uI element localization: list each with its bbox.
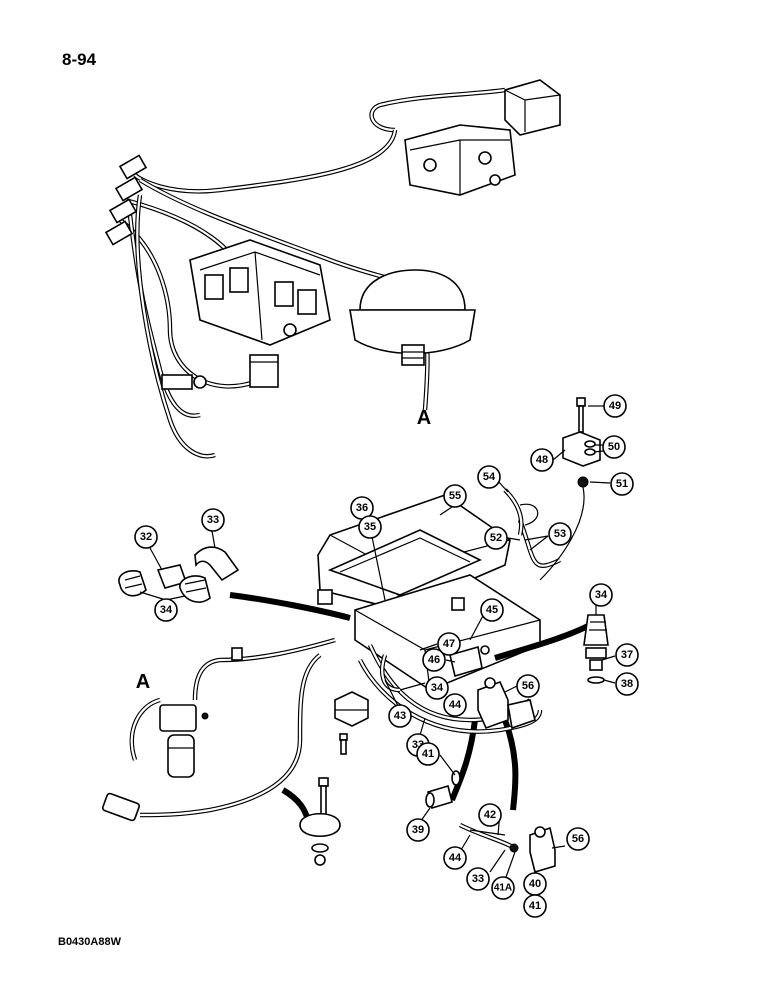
svg-text:40: 40 — [529, 878, 541, 890]
connector-letter-group: A A — [136, 407, 431, 693]
solenoid-valve-56 — [477, 677, 536, 730]
svg-text:43: 43 — [394, 710, 406, 722]
callout-34-right: 34 — [589, 583, 613, 607]
svg-text:42: 42 — [484, 809, 496, 821]
solenoid-46 — [449, 645, 490, 678]
callout-40: 40 — [523, 872, 547, 896]
callout-32: 32 — [134, 525, 158, 549]
svg-text:45: 45 — [486, 604, 498, 616]
control-valve-block-upper — [404, 79, 561, 196]
fitting-set-32-33-34 — [118, 546, 240, 603]
callout-34-mid: 34 — [425, 676, 449, 700]
callout-41-mid: 41 — [416, 742, 440, 766]
nut-51 — [577, 476, 589, 488]
callout-50: 50 — [602, 435, 626, 459]
svg-text:32: 32 — [140, 531, 152, 543]
clamp-block — [334, 691, 369, 755]
svg-text:41: 41 — [529, 900, 541, 912]
connector-letter-a-bottom: A — [136, 671, 150, 693]
callout-38: 38 — [615, 672, 639, 696]
callout-33-top: 33 — [201, 508, 225, 532]
callout-47: 47 — [437, 632, 461, 656]
callout-56-mid: 56 — [516, 674, 540, 698]
callout-46: 46 — [422, 648, 446, 672]
callout-51: 51 — [610, 472, 634, 496]
lower-left-hose-run — [129, 637, 336, 818]
callout-35: 35 — [358, 515, 382, 539]
callout-52: 52 — [484, 526, 508, 550]
main-valve-stack — [189, 239, 331, 346]
ecu-harness — [503, 486, 585, 581]
inline-filter — [159, 704, 209, 778]
svg-text:41A: 41A — [494, 883, 512, 894]
detail-56-solenoid — [458, 822, 556, 874]
callout-44-low: 44 — [443, 846, 467, 870]
svg-text:37: 37 — [621, 649, 633, 661]
fitting-34-37-38 — [583, 614, 609, 684]
svg-text:48: 48 — [536, 454, 548, 466]
svg-text:41: 41 — [422, 748, 434, 760]
pressure-switch-left — [161, 374, 207, 390]
svg-text:33: 33 — [207, 514, 219, 526]
bolt-49 — [576, 397, 586, 433]
svg-text:50: 50 — [608, 441, 620, 453]
callout-56-low: 56 — [566, 827, 590, 851]
callout-36: 36 — [350, 496, 374, 520]
pressure-sender — [101, 792, 141, 822]
callout-55: 55 — [443, 484, 467, 508]
connector-letter-a-top: A — [417, 407, 431, 429]
svg-text:33: 33 — [472, 873, 484, 885]
svg-text:49: 49 — [609, 400, 621, 412]
callout-45: 45 — [480, 598, 504, 622]
callout-43: 43 — [388, 704, 412, 728]
svg-text:53: 53 — [554, 528, 566, 540]
left-fittings-cluster — [104, 154, 148, 246]
accumulator-dome — [349, 269, 476, 366]
svg-text:52: 52 — [490, 532, 502, 544]
svg-text:54: 54 — [483, 471, 496, 483]
callout-54: 54 — [477, 465, 501, 489]
svg-text:34: 34 — [431, 682, 444, 694]
svg-text:34: 34 — [595, 589, 608, 601]
page-number: 8-94 — [62, 50, 97, 69]
callout-34-left: 34 — [154, 598, 178, 622]
svg-text:44: 44 — [449, 699, 462, 711]
svg-text:38: 38 — [621, 678, 633, 690]
svg-text:55: 55 — [449, 490, 461, 502]
svg-text:46: 46 — [428, 654, 440, 666]
svg-text:36: 36 — [356, 502, 368, 514]
svg-text:34: 34 — [160, 604, 173, 616]
callout-53: 53 — [548, 522, 572, 546]
svg-text:39: 39 — [412, 824, 424, 836]
callout-48: 48 — [530, 448, 554, 472]
callout-41-low: 41 — [523, 894, 547, 918]
fitting-39-41 — [425, 770, 461, 810]
svg-text:56: 56 — [572, 833, 584, 845]
callout-37: 37 — [615, 643, 639, 667]
svg-text:44: 44 — [449, 852, 462, 864]
callout-39: 39 — [406, 818, 430, 842]
svg-text:56: 56 — [522, 680, 534, 692]
svg-text:35: 35 — [364, 521, 376, 533]
callout-41a: 41A — [491, 876, 515, 900]
svg-text:51: 51 — [616, 478, 628, 490]
callout-33-low: 33 — [466, 867, 490, 891]
callout-group: 49 50 48 51 54 55 36 35 52 53 32 33 34 4… — [134, 394, 639, 918]
figure-code: B0430A88W — [58, 936, 121, 948]
clamp-48 — [562, 431, 601, 467]
callout-44-mid: 44 — [443, 693, 467, 717]
callout-49: 49 — [603, 394, 627, 418]
p-clamp-assembly — [299, 777, 341, 866]
svg-text:47: 47 — [443, 638, 455, 650]
callout-42: 42 — [478, 803, 502, 827]
solenoid-coil-upper — [249, 354, 279, 388]
